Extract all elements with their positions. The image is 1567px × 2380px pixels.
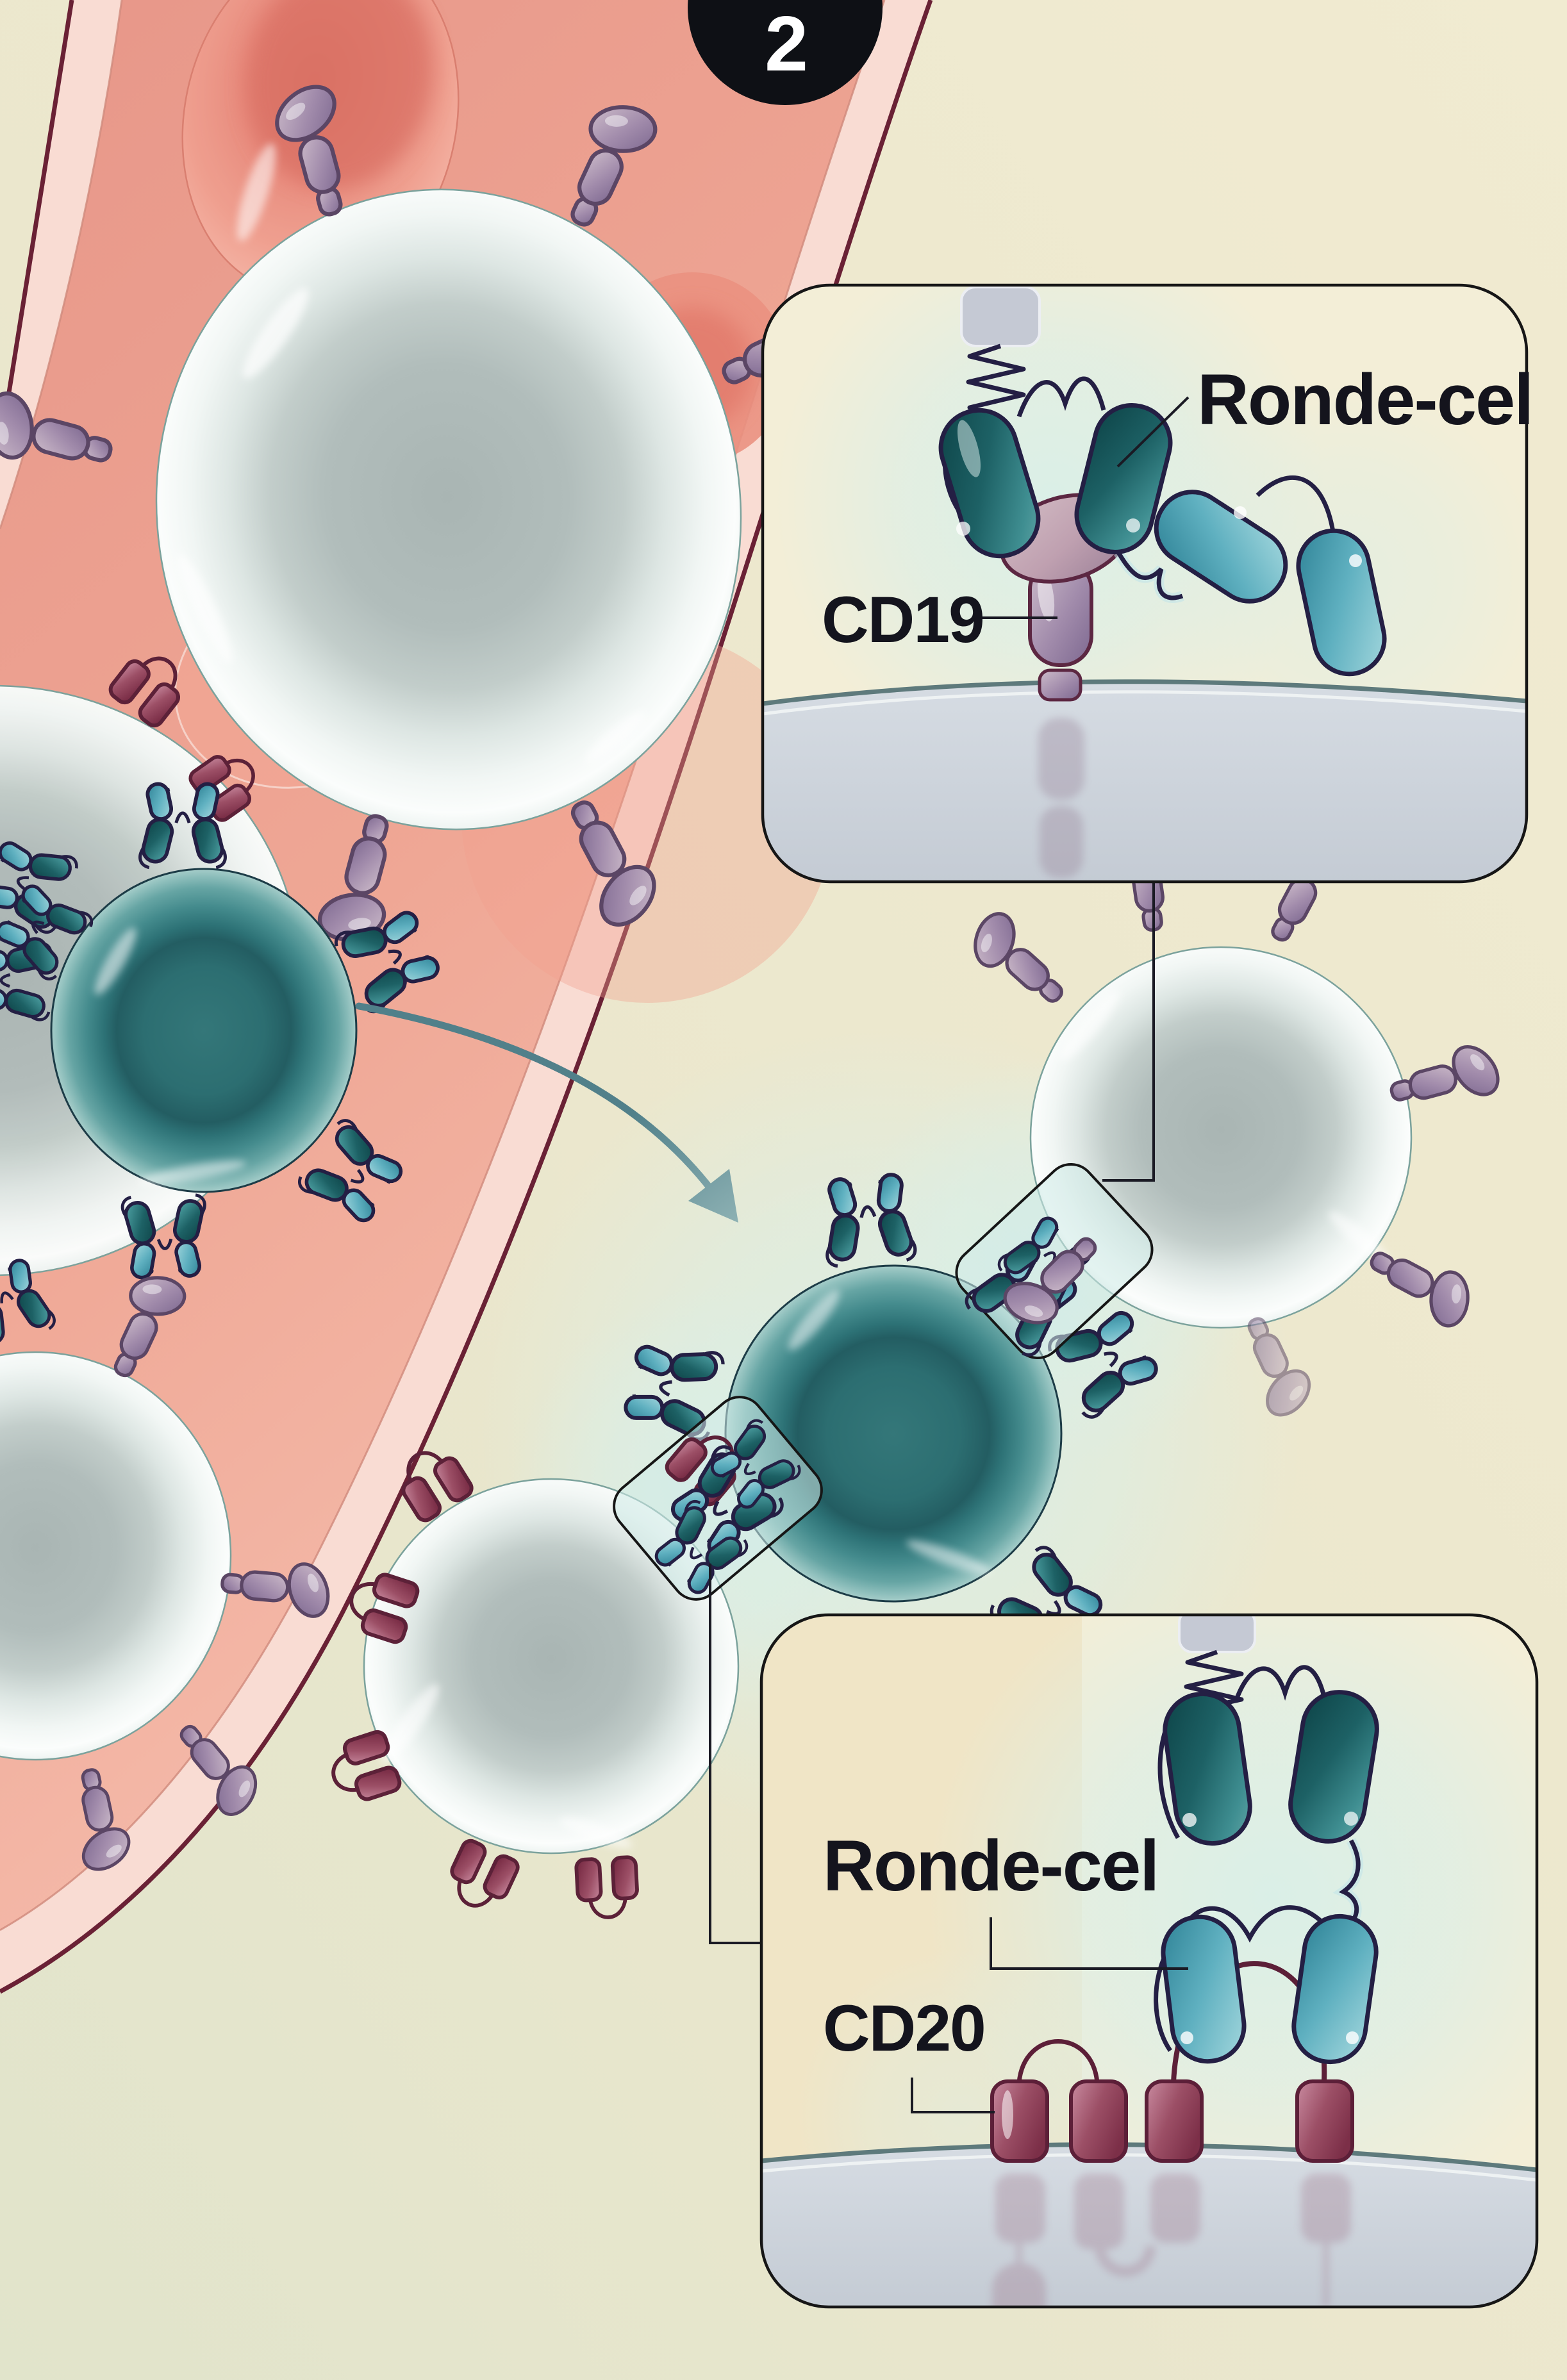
b-cell-top [155,188,742,831]
membrane-edge [761,2142,1537,2172]
membrane-edge [763,679,1527,706]
antibody-linker [1116,551,1184,600]
step-badge-circle [688,0,883,105]
anti-cd19-domains [1163,1690,1379,1846]
membrane-edge-light [763,690,1527,716]
membrane-edge-light [761,2153,1537,2182]
anti-cd19-domains [938,402,1173,559]
label-ronde-cel-bottom: Ronde-cel [823,1826,1158,1906]
inset-cd20-panel: Ronde-cel CD20 [759,1613,1539,2309]
connector-line-cd20 [709,1564,760,1944]
interaction-box-cd20 [613,1396,823,1610]
antibody-linker [1338,1839,1361,1924]
cd20-loop [1016,2039,1100,2083]
t-cell-in-vessel [50,868,358,1193]
label-leader-ronde-cel-bottom [990,1917,1188,1970]
step-badge-number: 2 [765,0,808,87]
b-cell-bottom-left [0,1351,232,1761]
inset-cd19-panel: Ronde-cel CD19 [761,283,1534,884]
label-cd19: CD19 [822,583,984,656]
t-cell-cluster [724,1264,1063,1603]
label-ronde-cel-top: Ronde-cel [1197,359,1532,440]
antibody-fragment [960,286,1041,347]
cd20-intracellular-ghost [992,2174,1351,2307]
inset-cd20-border [759,1613,1539,2309]
label-leader-cd20 [911,2078,995,2113]
cd19-intracellular-ghost [1038,718,1084,878]
inset-cd19-border [761,283,1529,884]
connector-line-cd19 [1102,882,1155,1182]
label-leader-ronde-cel-top [1116,396,1190,468]
spring-linker-icon [966,343,1026,422]
b-cell-cluster-lower-left [363,1478,740,1855]
cd20-molecules [990,2079,1354,2163]
cell-membrane [763,681,1527,882]
label-cd20: CD20 [823,1992,985,2065]
step-badge: 2 [688,0,883,105]
vessel-inner-line-left [0,0,123,529]
vessel-border-left [0,0,74,449]
anti-cd20-arm [1154,475,1387,677]
interaction-box-cd19 [955,1162,1154,1368]
anti-cd20-domains [1161,1913,1379,2065]
